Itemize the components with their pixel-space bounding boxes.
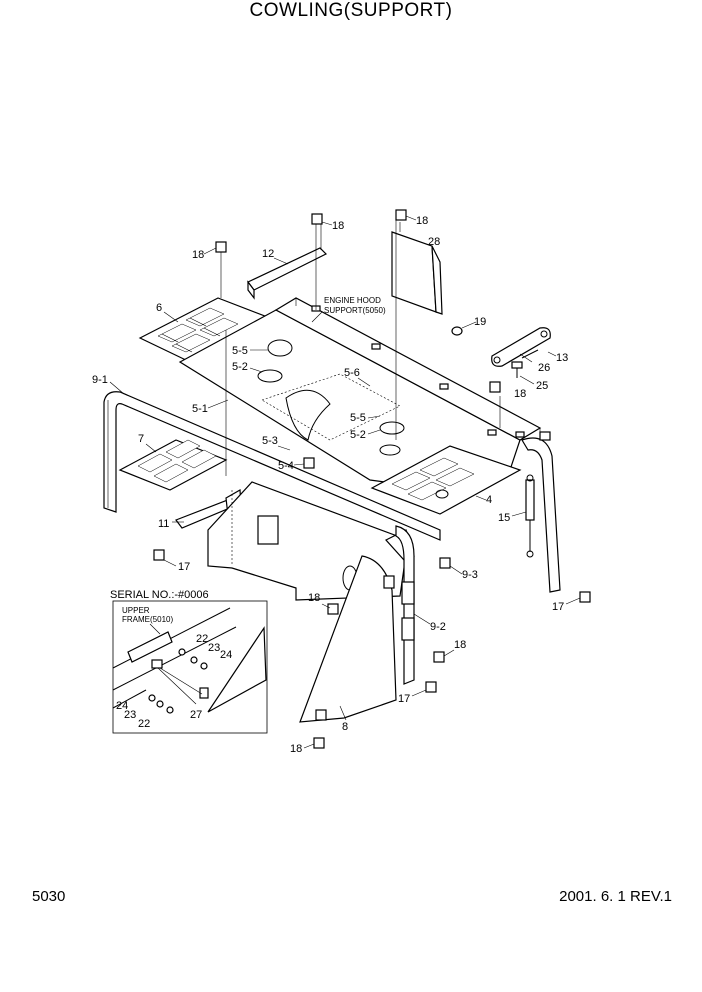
callout-18: 18	[454, 639, 466, 651]
callout-26: 26	[538, 362, 550, 374]
callout-17: 17	[398, 693, 410, 705]
serial-label: SERIAL NO.:-#0006	[110, 589, 209, 601]
callout-18: 18	[308, 592, 320, 604]
inset-callout-22: 22	[196, 633, 208, 645]
page-title: COWLING(SUPPORT)	[249, 0, 453, 21]
part-8-side-cover	[299, 555, 397, 723]
part-28-shield-plate	[391, 222, 443, 315]
callout-9-3: 9-3	[462, 569, 478, 581]
part-right-arch-frame	[521, 431, 561, 593]
callout-9-2: 9-2	[430, 621, 446, 633]
engine-hood-note: ENGINE HOOD	[324, 296, 381, 305]
callout-18: 18	[416, 215, 428, 227]
part-4-right-floor-plate	[370, 445, 522, 515]
inset-callout-23: 23	[124, 709, 136, 721]
callout-12: 12	[262, 248, 274, 260]
bolts	[153, 209, 591, 749]
callout-18: 18	[332, 220, 344, 232]
part-9-2-post	[395, 525, 415, 685]
callout-9-1: 9-1	[92, 374, 108, 386]
part-13-link	[491, 327, 551, 367]
callout-6: 6	[156, 302, 162, 314]
callout-18: 18	[290, 743, 302, 755]
callout-28: 28	[428, 236, 440, 248]
inset-callout-23: 23	[208, 642, 220, 654]
callout-25: 25	[536, 380, 548, 392]
callout-18: 18	[514, 388, 526, 400]
part-12-support-plate	[247, 218, 328, 300]
upper-frame-label: FRAME(5010)	[122, 615, 173, 624]
serial-inset: SERIAL NO.:-#0006 UPPER FRAME(5010) 22 2…	[110, 589, 268, 734]
callout-5-5: 5-5	[232, 345, 248, 357]
part-9-1-side-frame	[103, 391, 441, 541]
callout-5-6: 5-6	[344, 367, 360, 379]
part-7-grille	[118, 439, 228, 491]
callout-8: 8	[342, 721, 348, 733]
inset-callout-22: 22	[138, 718, 150, 730]
callout-15: 15	[498, 512, 510, 524]
callout-5-2: 5-2	[232, 361, 248, 373]
callout-4: 4	[486, 494, 492, 506]
callout-5-5: 5-5	[350, 412, 366, 424]
inset-callout-24: 24	[220, 649, 232, 661]
callout-13: 13	[556, 352, 568, 364]
inset-callout-27: 27	[190, 709, 202, 721]
callout-5-4: 5-4	[278, 460, 294, 472]
callout-19: 19	[474, 316, 486, 328]
upper-frame-label: UPPER	[122, 606, 150, 615]
callout-11: 11	[158, 518, 169, 530]
page-number: 5030	[32, 888, 66, 905]
callout-5-2: 5-2	[350, 429, 366, 441]
callout-7: 7	[138, 433, 144, 445]
callout-5-3: 5-3	[262, 435, 278, 447]
part-25-26-pins	[511, 349, 539, 378]
callout-18: 18	[192, 249, 204, 261]
revision-date: 2001. 6. 1 REV.1	[559, 888, 672, 905]
engine-hood-note: SUPPORT(5050)	[324, 306, 386, 315]
callout-5-1: 5-1	[192, 403, 208, 415]
callout-17: 17	[552, 601, 564, 613]
part-15-gas-spring	[525, 474, 535, 558]
inset-callout-24: 24	[116, 700, 128, 712]
callout-17: 17	[178, 561, 190, 573]
part-6-left-floor-plate	[138, 297, 272, 363]
